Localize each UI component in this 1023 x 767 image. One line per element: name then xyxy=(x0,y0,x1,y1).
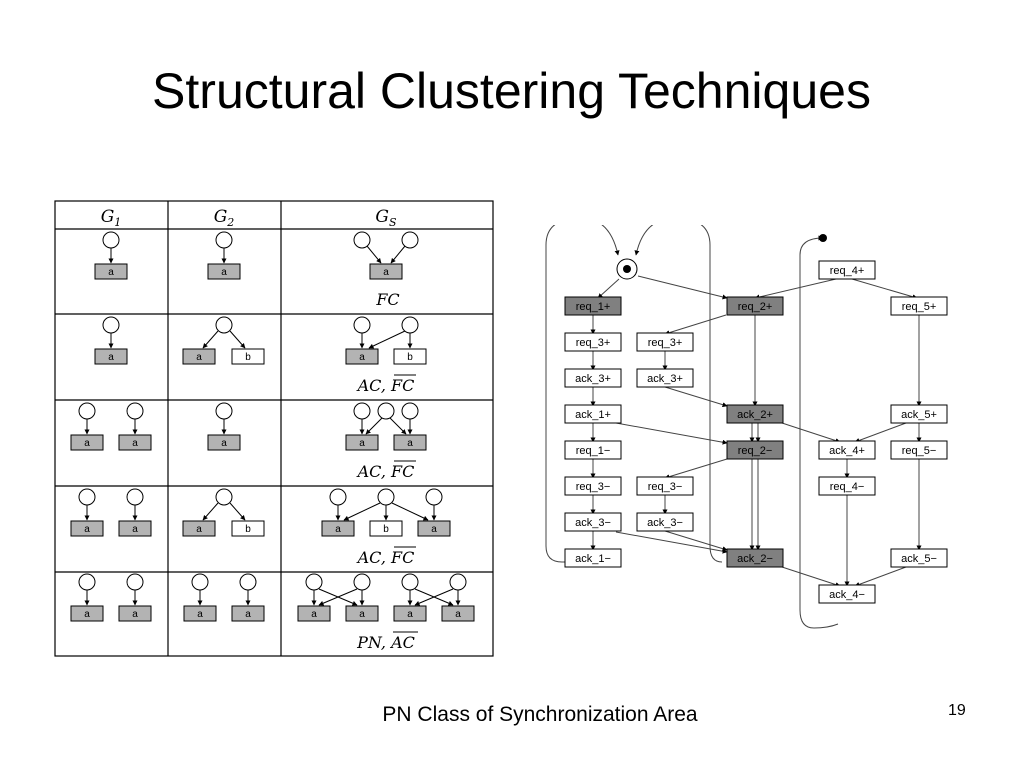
svg-text:a: a xyxy=(431,524,437,535)
graph-edges xyxy=(545,225,922,629)
token-dot xyxy=(623,265,631,273)
row3-class: AC, FC xyxy=(356,462,415,481)
row5-class: PN, AC xyxy=(356,633,415,652)
svg-text:ack_2−: ack_2− xyxy=(737,553,773,565)
svg-text:a: a xyxy=(245,609,251,620)
svg-text:a: a xyxy=(359,609,365,620)
clustering-table: G1 G2 GS xyxy=(54,200,494,657)
class-labels: FC AC, FC AC, FC AC, FC PN, AC xyxy=(356,290,415,652)
svg-text:req_3−: req_3− xyxy=(648,481,683,493)
place-circle xyxy=(215,231,233,249)
place-circle xyxy=(401,231,419,249)
transition-graph: req_1+ req_3+ ack_3+ ack_1+ req_1− req_3… xyxy=(545,225,948,629)
svg-text:a: a xyxy=(407,438,413,449)
header-gs: GS xyxy=(375,207,397,229)
svg-text:a: a xyxy=(196,524,202,535)
svg-text:a: a xyxy=(132,524,138,535)
svg-text:req_3−: req_3− xyxy=(576,481,611,493)
graph-transitions xyxy=(564,260,948,604)
place-circle xyxy=(102,231,120,249)
place-circle xyxy=(353,231,371,249)
svg-text:b: b xyxy=(407,352,413,363)
table-node-labels: a a a a a b a b a a a a a a a a b a b a … xyxy=(84,267,461,620)
slide-title: Structural Clustering Techniques xyxy=(152,63,871,119)
svg-text:req_5+: req_5+ xyxy=(902,301,937,313)
page-number: 19 xyxy=(948,702,966,719)
row2-class: AC, FC xyxy=(356,376,415,395)
svg-text:a: a xyxy=(84,524,90,535)
transition-a xyxy=(369,263,403,280)
svg-text:ack_5+: ack_5+ xyxy=(901,409,937,421)
svg-text:req_2+: req_2+ xyxy=(738,301,773,313)
svg-text:ack_1−: ack_1− xyxy=(575,553,611,565)
svg-text:a: a xyxy=(132,438,138,449)
svg-text:a: a xyxy=(197,609,203,620)
svg-text:a: a xyxy=(407,609,413,620)
graph-labels: req_1+ req_3+ ack_3+ ack_1+ req_1− req_3… xyxy=(575,265,937,601)
row4-class: AC, FC xyxy=(356,548,415,567)
svg-text:ack_3−: ack_3− xyxy=(647,517,683,529)
svg-text:ack_1+: ack_1+ xyxy=(575,409,611,421)
svg-text:req_2−: req_2− xyxy=(738,445,773,457)
svg-text:ack_4+: ack_4+ xyxy=(829,445,865,457)
svg-text:a: a xyxy=(196,352,202,363)
svg-text:req_4+: req_4+ xyxy=(830,265,865,277)
token-dot xyxy=(819,234,827,242)
svg-text:ack_4−: ack_4− xyxy=(829,589,865,601)
transition-a xyxy=(94,263,128,280)
svg-text:ack_3+: ack_3+ xyxy=(647,373,683,385)
svg-text:b: b xyxy=(383,524,389,535)
svg-text:ack_3−: ack_3− xyxy=(575,517,611,529)
svg-text:req_1+: req_1+ xyxy=(576,301,611,313)
svg-text:a: a xyxy=(359,352,365,363)
svg-text:a: a xyxy=(84,609,90,620)
svg-text:a: a xyxy=(221,438,227,449)
svg-text:a: a xyxy=(455,609,461,620)
svg-text:b: b xyxy=(245,352,251,363)
svg-text:ack_3+: ack_3+ xyxy=(575,373,611,385)
svg-text:req_3+: req_3+ xyxy=(576,337,611,349)
svg-text:a: a xyxy=(108,267,114,278)
table-grid xyxy=(54,200,494,657)
row1-class: FC xyxy=(375,290,399,309)
svg-text:a: a xyxy=(359,438,365,449)
svg-text:a: a xyxy=(311,609,317,620)
header-g1: G1 xyxy=(101,207,122,229)
table-nodes xyxy=(70,231,475,622)
slide-caption: PN Class of Synchronization Area xyxy=(382,703,698,726)
svg-text:a: a xyxy=(335,524,341,535)
header-g2: G2 xyxy=(214,207,235,229)
svg-text:req_4−: req_4− xyxy=(830,481,865,493)
svg-text:req_3+: req_3+ xyxy=(648,337,683,349)
svg-text:a: a xyxy=(84,438,90,449)
svg-text:a: a xyxy=(383,267,389,278)
class-overlines xyxy=(393,374,418,633)
svg-text:ack_5−: ack_5− xyxy=(901,553,937,565)
transition-a xyxy=(207,263,241,280)
svg-text:a: a xyxy=(221,267,227,278)
svg-text:a: a xyxy=(108,352,114,363)
svg-text:req_5−: req_5− xyxy=(902,445,937,457)
svg-text:ack_2+: ack_2+ xyxy=(737,409,773,421)
svg-text:a: a xyxy=(132,609,138,620)
svg-text:req_1−: req_1− xyxy=(576,445,611,457)
svg-text:b: b xyxy=(245,524,251,535)
